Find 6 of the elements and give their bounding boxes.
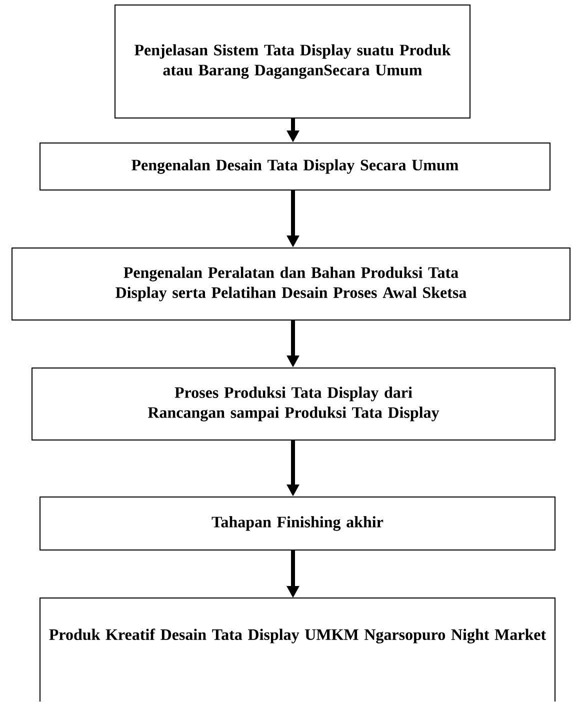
process-box: Penjelasan Sistem Tata Display suatu Produk atau Barang DaganganSecara Umum [114,4,470,118]
process-box: Produk Kreatif Desain Tata Display UMKM Ngarsopuro Night Market [40,598,556,702]
process-box: Proses Produksi Tata Display dari Rancangan sampai Produksi Tata Display [32,368,556,440]
process-box: Pengenalan Desain Tata Display Secara Umum [40,142,550,190]
process-box: Pengenalan Peralatan dan Bahan Produksi Tata Display serta Pelatihan Desain Proses Awal Sketsa [12,248,570,320]
process-box: Tahapan Finishing akhir [40,496,556,550]
